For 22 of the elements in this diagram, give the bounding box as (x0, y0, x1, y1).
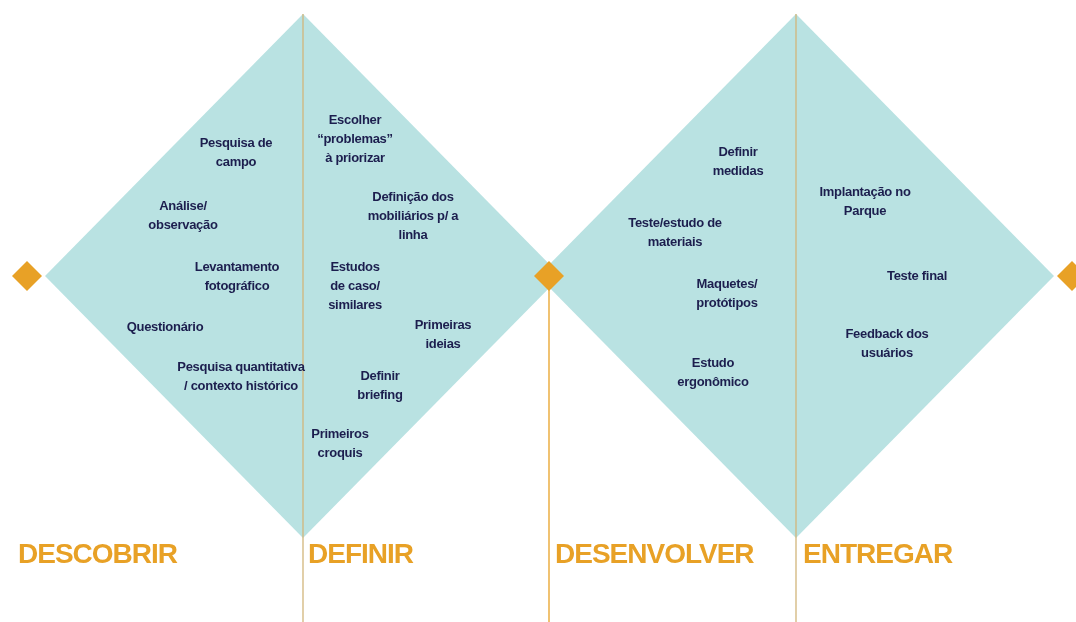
phase-label: ENTREGAR (803, 538, 953, 570)
step-text: Questionário (125, 318, 205, 336)
step-text: Pesquisa quantitativa / contexto histórico (177, 358, 305, 395)
step-text: Definir briefing (356, 367, 404, 404)
phase-label: DESCOBRIR (18, 538, 177, 570)
step-text: Definir medidas (711, 143, 765, 180)
step-text: Pesquisa de campo (198, 134, 274, 171)
step-text: Feedback dos usuários (844, 325, 930, 362)
step-text: Primeiros croquis (310, 425, 370, 462)
step-text: Implantação no Parque (818, 183, 912, 220)
step-text: Estudo ergonômico (676, 354, 750, 391)
step-text: Teste final (886, 267, 948, 285)
step-text: Teste/estudo de materiais (627, 214, 723, 251)
step-text: Escolher “problemas” à priorizar (316, 111, 394, 167)
step-text: Maquetes/ protótipos (695, 275, 759, 312)
step-text: Primeiras ideias (413, 316, 473, 353)
step-text: Estudos de caso/ similares (327, 258, 383, 314)
step-text: Definição dos mobiliários p/ a linha (366, 188, 460, 244)
step-text: Análise/ observação (147, 197, 219, 234)
step-text: Levantamento fotográfico (193, 258, 281, 295)
phase-label: DEFINIR (308, 538, 413, 570)
phase-label: DESENVOLVER (555, 538, 754, 570)
